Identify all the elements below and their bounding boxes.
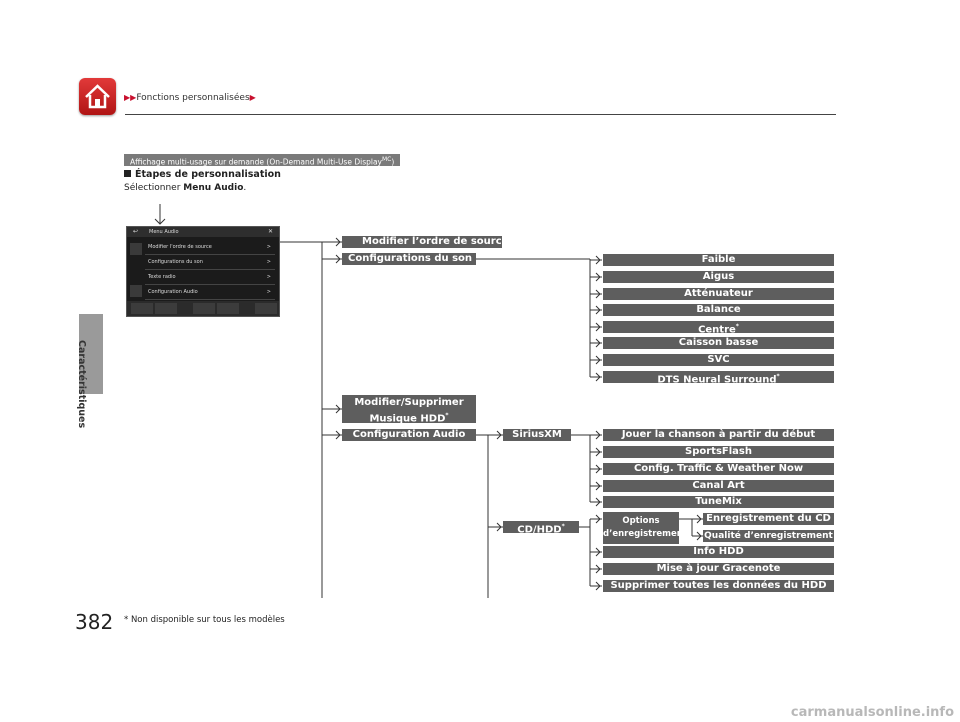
steps-instruction: Sélectionner Menu Audio. [124,183,246,193]
cd-item[interactable]: Mise à jour Gracenote [603,563,834,575]
steps-prefix: Sélectionner [124,183,184,193]
seat-icon [155,303,177,314]
steps-suffix: . [243,183,247,193]
fan-icon [217,303,239,314]
breadcrumb-label: Fonctions personnalisées [136,93,250,103]
son-item[interactable]: Atténuateur [603,288,834,300]
modifier-ordre-source-item[interactable]: Modifier l’ordre de source [342,236,508,248]
son-item[interactable]: Aigus [603,271,834,283]
topic-heading: Affichage multi-usage sur demande (On-De… [124,154,401,167]
son-item[interactable]: DTS Neural Surround* [603,371,834,385]
screen-row: Configuration Audio > [145,286,275,300]
seat-icon [131,303,153,314]
fan-icon [193,303,215,314]
steps-title-text: Étapes de personnalisation [135,169,281,180]
modifier-supprimer-hdd-item[interactable]: Modifier/Supprimer Musique HDD* [342,395,476,425]
header-divider [125,114,836,115]
screen-bottom-bar [127,301,279,316]
son-item[interactable]: Faible [603,254,834,266]
son-item[interactable]: Centre* [603,321,834,335]
page-number: 382 [75,610,114,634]
cd-hdd-item[interactable]: CD/HDD* [503,521,579,535]
scroll-up-icon [130,243,142,255]
cd-item[interactable]: Supprimer toutes les données du HDD [603,580,834,592]
modifier-supprimer-line1: Modifier/Supprimer [354,397,464,408]
sirius-item[interactable]: Canal Art [603,480,834,492]
close-icon: ✕ [267,228,273,235]
sirius-item[interactable]: Jouer la chanson à partir du début [603,429,834,441]
son-item[interactable]: Caisson basse [603,337,834,349]
breadcrumb[interactable]: ▶▶Fonctions personnalisées▶ [124,93,256,103]
son-item[interactable]: Balance [603,304,834,316]
topic-heading-text: Affichage multi-usage sur demande (On-De… [130,157,382,167]
screen-row-label: Configuration Audio [148,289,198,295]
chevron-right-icon: > [266,244,271,250]
chevron-right-icon: > [266,289,271,295]
options-line2: d’enregistrement [603,529,687,539]
steps-bold: Menu Audio [183,183,244,193]
configuration-audio-item[interactable]: Configuration Audio [342,429,476,441]
back-icon: ↩ [133,228,139,235]
screen-row-label: Modifier l'ordre de source [148,244,212,250]
options-enregistrement-item[interactable]: Options d’enregistrement [603,512,687,544]
siriusxm-item[interactable]: SiriusXM [503,429,571,441]
triangle-icon: ▶ [249,93,256,102]
section-tab[interactable] [79,314,103,394]
audio-menu-screenshot: ↩ Menu Audio ✕ Modifier l'ordre de sourc… [126,226,280,317]
screen-row: Modifier l'ordre de source > [145,241,275,255]
home-button[interactable] [79,78,116,115]
options-line1: Options [622,516,660,526]
topic-heading-sup: MC [381,156,392,163]
son-item[interactable]: SVC [603,354,834,366]
cd-item[interactable]: Info HDD [603,546,834,558]
modifier-supprimer-line2: Musique HDD* [369,412,449,425]
chevron-right-icon: > [266,274,271,280]
screen-row: Configurations du son > [145,256,275,270]
topic-heading-end: ) [391,157,395,167]
screen-row-label: Texte radio [148,274,176,280]
steps-title: Étapes de personnalisation [124,169,281,180]
sirius-item[interactable]: Config. Traffic & Weather Now [603,463,834,475]
watermark: carmanualsonline.info [790,705,954,720]
sirius-item[interactable]: TuneMix [603,496,834,508]
screen-row: Texte radio > [145,271,275,285]
scroll-down-icon [130,285,142,297]
home-icon [85,84,110,109]
sirius-item[interactable]: SportsFlash [603,446,834,458]
configurations-son-item[interactable]: Configurations du son [342,253,476,265]
seat-icon [255,303,277,314]
screen-titlebar: ↩ Menu Audio ✕ [127,227,279,237]
qualite-enregistrement-item[interactable]: Qualité d’enregistrement [703,530,834,542]
chevron-right-icon: > [266,259,271,265]
screen-title: Menu Audio [149,229,179,235]
footnote: * Non disponible sur tous les modèles [124,615,285,625]
screen-row-label: Configurations du son [148,259,203,265]
enregistrement-cd-item[interactable]: Enregistrement du CD [703,513,834,525]
square-bullet-icon [124,170,131,177]
triangle-icon: ▶▶ [124,93,137,102]
